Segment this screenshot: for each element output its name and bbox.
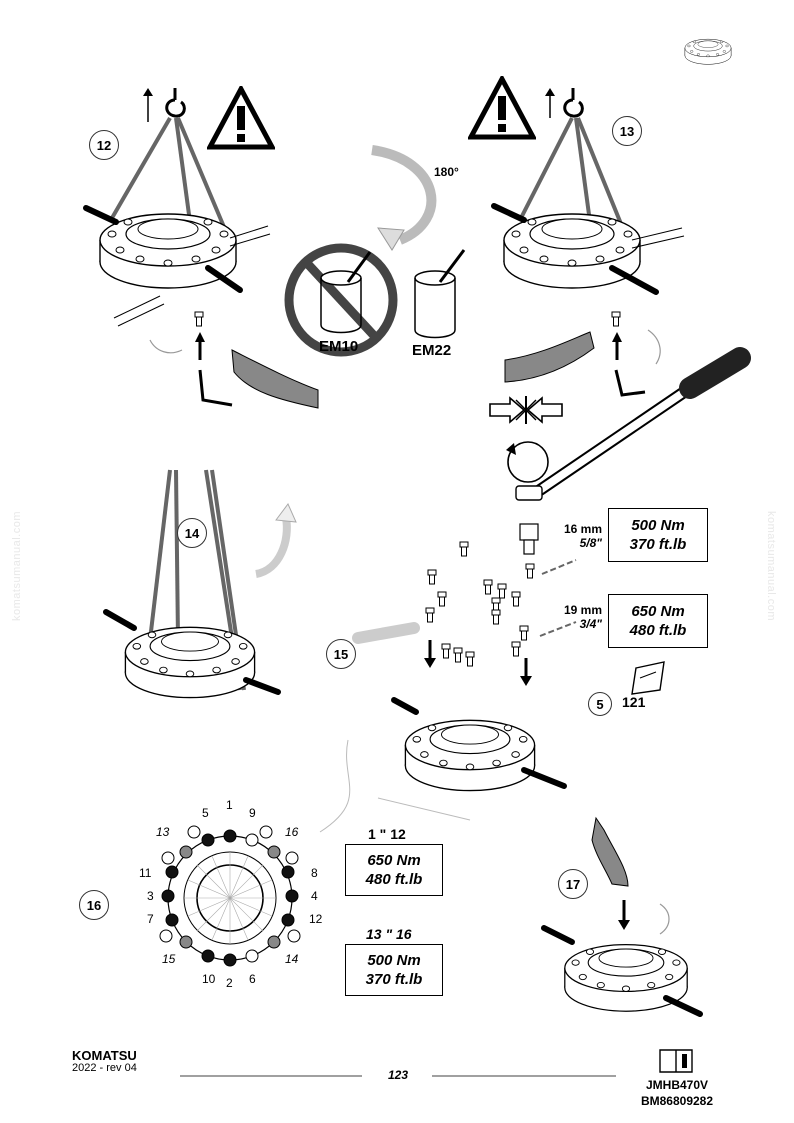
sequence-diagram (159, 825, 301, 967)
seq-num: 14 (285, 952, 299, 966)
step-17: 17 (558, 869, 588, 899)
seq-num: 6 (249, 972, 256, 986)
product-allowed: EM22 (412, 342, 452, 359)
bolt-size-19-mm: 19 mm (563, 603, 602, 617)
torque-19-ftlb: 480 ft.lb (629, 622, 687, 639)
seq-num: 1 (226, 798, 233, 812)
rotation-label: 180° (434, 165, 459, 179)
sequence-group2-box: 500 Nm 370 ft.lb (345, 944, 443, 996)
sequence-group1-label: 1 " 12 (368, 826, 406, 842)
footer-code-1: JMHB470V (645, 1078, 709, 1092)
seq-num: 5 (202, 806, 209, 820)
watermark-left: komatsumanual.com (11, 511, 23, 621)
seq-num: 2 (226, 976, 233, 990)
seq-num: 11 (139, 866, 152, 880)
seq-num: 15 (162, 952, 176, 966)
torque-19-nm: 650 Nm (631, 603, 685, 620)
torque-16-nm: 500 Nm (631, 517, 685, 534)
step-13: 13 (612, 116, 642, 146)
footer-revision: 2022 - rev 04 (72, 1062, 137, 1074)
seq-num: 16 (285, 825, 299, 839)
torque-16-ftlb: 370 ft.lb (629, 536, 687, 553)
bolt-size-16: 16 mm 5/8" (548, 522, 602, 550)
step-15: 15 (326, 639, 356, 669)
sequence-group1-nm: 650 Nm (367, 852, 421, 869)
seq-num: 4 (311, 889, 318, 903)
seq-num: 12 (309, 912, 323, 926)
torque-box-19: 650 Nm 480 ft.lb (608, 594, 708, 648)
step-12: 12 (89, 130, 119, 160)
bolt-size-16-inch: 5/8" (579, 536, 602, 550)
footer-brand: KOMATSU (72, 1048, 137, 1063)
watermark-right: komatsumanual.com (765, 511, 777, 621)
seq-num: 9 (249, 806, 256, 820)
seq-num: 10 (202, 972, 216, 986)
product-forbidden: EM10 (319, 338, 359, 355)
sequence-group1-ftlb: 480 ft.lb (365, 871, 423, 888)
bolt-size-19: 19 mm 3/4" (548, 603, 602, 631)
page-number: 123 (388, 1068, 409, 1082)
footer-code-2: BM86809282 (640, 1094, 714, 1108)
step-14: 14 (177, 518, 207, 548)
torque-box-16: 500 Nm 370 ft.lb (608, 508, 708, 562)
sequence-group2-label: 13 " 16 (366, 926, 412, 942)
manual-book-icon-footer (659, 1049, 693, 1073)
sequence-group1-box: 650 Nm 480 ft.lb (345, 844, 443, 896)
sequence-group2-nm: 500 Nm (367, 952, 421, 969)
bolt-size-19-inch: 3/4" (579, 617, 602, 631)
warning-triangle-icon (468, 76, 536, 140)
step-16: 16 (79, 890, 109, 920)
seq-num: 3 (147, 889, 154, 903)
seq-num: 13 (156, 825, 170, 839)
manual-ref-section: 5 (588, 692, 612, 716)
warning-triangle-icon (207, 86, 275, 150)
seq-num: 7 (147, 912, 154, 926)
manual-ref-page: 121 (622, 694, 646, 710)
sequence-group2-ftlb: 370 ft.lb (365, 971, 423, 988)
seq-num: 8 (311, 866, 318, 880)
bolt-size-16-mm: 16 mm (563, 522, 602, 536)
